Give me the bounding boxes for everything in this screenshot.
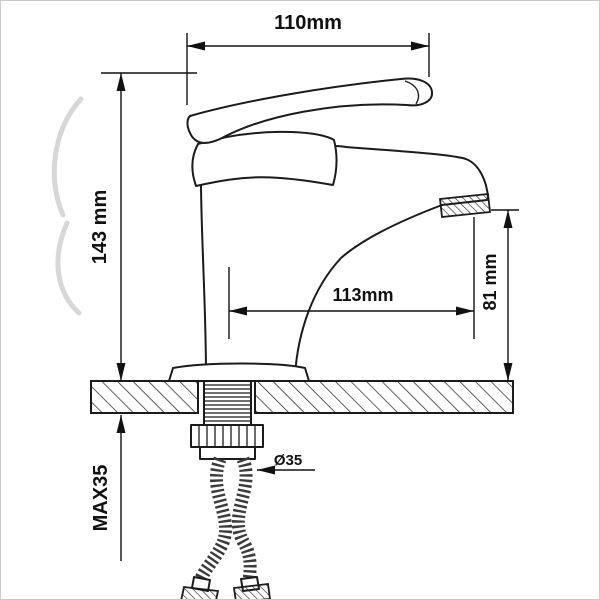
- supply-hose-right: [231, 456, 257, 588]
- faucet-body: [168, 77, 491, 382]
- dimension-label-143mm: 143 mm: [89, 190, 111, 265]
- dimension-label-113mm: 113mm: [332, 285, 393, 305]
- dimension-label-81mm: 81 mm: [480, 253, 500, 310]
- mounting-nut: [190, 424, 264, 460]
- supply-hoses: [192, 456, 257, 588]
- deck-right-section: [254, 380, 514, 414]
- deck-left-section: [90, 380, 199, 414]
- label-hole-diameter: Ø35: [257, 452, 315, 475]
- hole-diameter-label: Ø35: [274, 452, 302, 469]
- handle-cap: [191, 130, 338, 187]
- handle-knob-line: [404, 80, 420, 105]
- hose-fitting-nut: [180, 586, 220, 599]
- watermark-arc: [51, 96, 84, 218]
- dimension-label-max35: MAX35: [90, 465, 112, 532]
- dimension-81: 81 mm: [480, 209, 519, 381]
- dimension-label-110mm: 110mm: [274, 12, 342, 34]
- handle-lever: [186, 77, 434, 144]
- shank-washer: [199, 446, 256, 460]
- spout-aerator: [439, 193, 491, 218]
- dimension-113: 113mm: [228, 217, 475, 339]
- dimension-143: 143 mm: [89, 72, 197, 381]
- dimension-110: 110mm: [186, 12, 430, 105]
- hose-fitting-nut: [232, 583, 271, 599]
- supply-hose-left: [192, 456, 233, 587]
- watermark-curves: [51, 96, 84, 316]
- faucet-body-outline: [199, 144, 489, 376]
- hose-fittings: [180, 576, 271, 599]
- dimension-max35: MAX35: [90, 415, 126, 561]
- threaded-shank: [203, 380, 252, 426]
- watermark-arc: [55, 220, 82, 316]
- faucet-base-flange: [168, 362, 310, 382]
- mounting-deck: [90, 380, 514, 414]
